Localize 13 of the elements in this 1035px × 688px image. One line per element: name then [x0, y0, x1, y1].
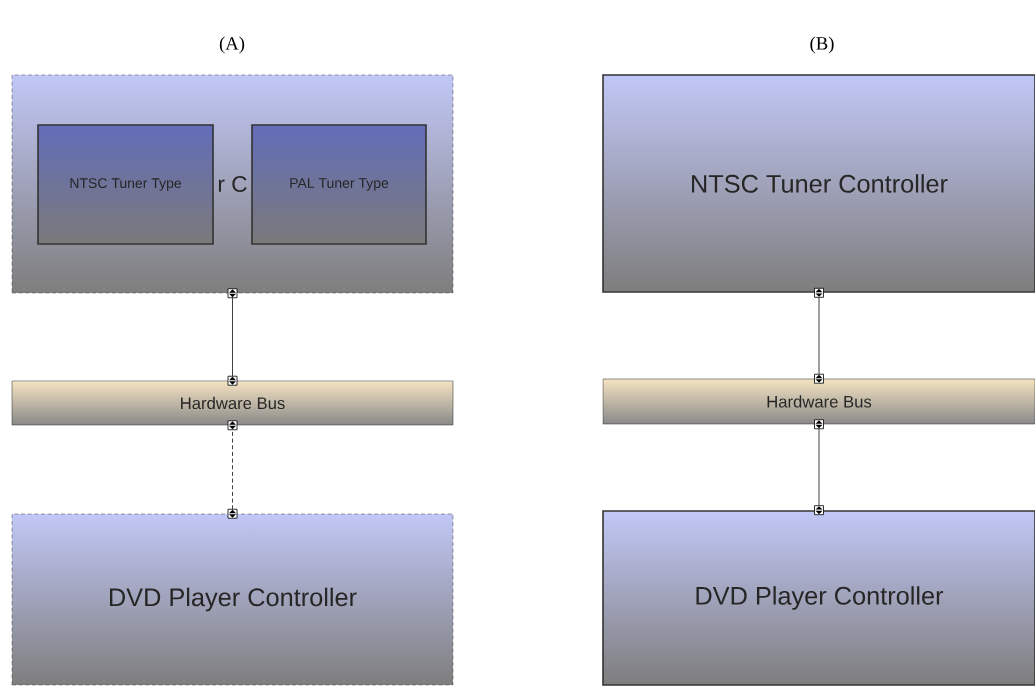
- type-box: NTSC Tuner Type: [37, 124, 214, 245]
- panel-label: (B): [810, 36, 834, 54]
- connector: [227, 420, 238, 519]
- component-box: DVD Player Controller: [11, 513, 454, 686]
- component-box: NTSC Tuner Controller: [602, 74, 1035, 293]
- panel-label: (A): [219, 36, 245, 54]
- type-box: PAL Tuner Type: [251, 124, 427, 245]
- connector: [227, 288, 238, 386]
- connector: [814, 419, 824, 516]
- bus-bar: Hardware Bus: [11, 380, 454, 426]
- connector: [814, 287, 824, 384]
- component-box: DVD Player Controller: [602, 510, 1035, 686]
- bus-bar: Hardware Bus: [602, 378, 1035, 425]
